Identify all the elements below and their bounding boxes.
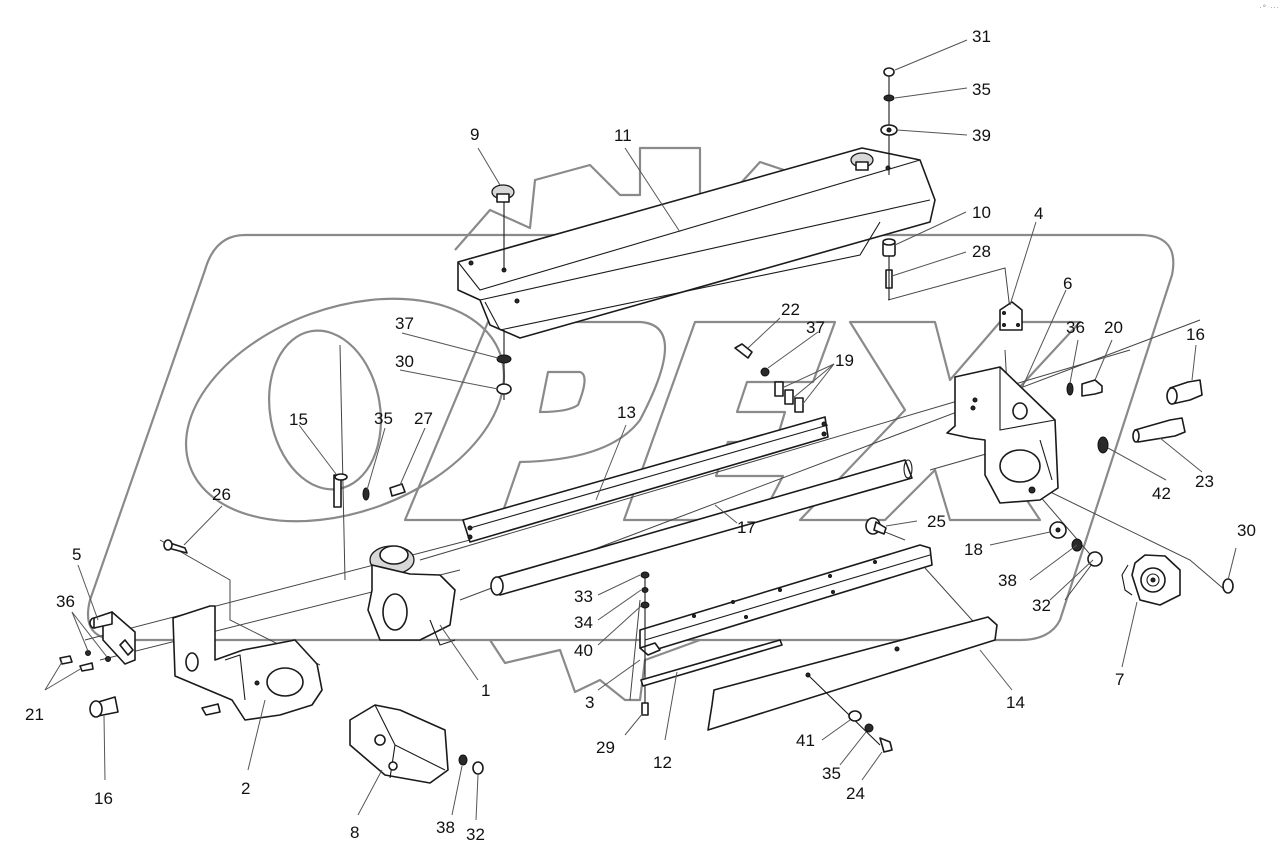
- part-shoulder-bolt-right: [1166, 379, 1203, 405]
- part-nut-30-right: [1222, 578, 1234, 594]
- callout-25: 25: [927, 512, 946, 531]
- callout-20: 20: [1104, 318, 1123, 337]
- part-cover: [457, 147, 936, 339]
- leader-lines: [44, 39, 1237, 821]
- part-fasteners-24: [807, 674, 893, 753]
- part-knob: [491, 152, 874, 270]
- callout-39: 39: [972, 126, 991, 145]
- callout-27: 27: [414, 409, 433, 428]
- callout-16: 16: [94, 789, 113, 808]
- parts: [59, 67, 1234, 784]
- callout-29: 29: [596, 738, 615, 757]
- part-hinge-bracket: [999, 301, 1023, 331]
- callout-12: 12: [653, 753, 672, 772]
- callout-10: 10: [972, 203, 991, 222]
- corner-mark: ·° ···: [1259, 4, 1280, 12]
- callout-41: 41: [796, 731, 815, 750]
- callout-1: 1: [481, 681, 490, 700]
- callout-18: 18: [964, 540, 983, 559]
- callout-36: 36: [56, 592, 75, 611]
- callout-35: 35: [374, 409, 393, 428]
- watermark-letter-x: [798, 320, 1082, 522]
- callout-4: 4: [1034, 204, 1043, 223]
- callout-23: 23: [1195, 472, 1214, 491]
- part-shoulder-bolt-left: [89, 696, 119, 718]
- callout-24: 24: [846, 784, 865, 803]
- callout-16: 16: [1186, 325, 1205, 344]
- callout-19: 19: [835, 351, 854, 370]
- callout-37: 37: [806, 318, 825, 337]
- part-shaft-tube: [490, 459, 913, 596]
- callout-15: 15: [289, 410, 308, 429]
- part-fasteners-right: [1049, 521, 1103, 567]
- part-washer-nut-left: [496, 330, 512, 400]
- part-spacer: [882, 238, 896, 300]
- callout-36: 36: [1066, 318, 1085, 337]
- watermark-letter-p: [403, 320, 667, 522]
- watermark-letter-o-outer: [184, 297, 506, 523]
- callout-35: 35: [972, 80, 991, 99]
- callout-34: 34: [574, 613, 593, 632]
- part-sprocket-bearing: [1121, 554, 1181, 606]
- watermark-gear-bottom: [489, 638, 701, 702]
- callout-38: 38: [436, 818, 455, 837]
- callout-13: 13: [617, 403, 636, 422]
- part-clip-plates: [734, 343, 804, 413]
- callout-32: 32: [1032, 596, 1051, 615]
- callout-9: 9: [470, 125, 479, 144]
- part-small-bracket: [333, 473, 406, 508]
- part-right-bracket: [946, 366, 1059, 504]
- callout-6: 6: [1063, 274, 1072, 293]
- callout-35: 35: [822, 764, 841, 783]
- part-washer-42: [1097, 436, 1109, 454]
- part-bolt-20: [1066, 379, 1103, 397]
- watermark-frame: [86, 233, 1175, 642]
- callout-5: 5: [72, 545, 81, 564]
- callout-30: 30: [395, 352, 414, 371]
- callout-21: 21: [25, 705, 44, 724]
- callout-40: 40: [574, 641, 593, 660]
- part-left-bracket: [172, 605, 323, 721]
- part-rail: [639, 544, 933, 656]
- part-gearbox: [367, 545, 456, 646]
- callout-37: 37: [395, 314, 414, 333]
- callout-26: 26: [212, 485, 231, 504]
- part-motor: [349, 704, 484, 784]
- callout-22: 22: [781, 300, 800, 319]
- callout-38: 38: [998, 571, 1017, 590]
- callout-30: 30: [1237, 521, 1256, 540]
- part-small-fasteners-left: [59, 650, 111, 672]
- callout-7: 7: [1115, 670, 1124, 689]
- callout-8: 8: [350, 823, 359, 842]
- callout-33: 33: [574, 587, 593, 606]
- callout-labels: 31 35 39 9 11 10 28 4 6 36 20 16 22 37 1…: [25, 27, 1256, 844]
- callout-31: 31: [972, 27, 991, 46]
- part-flange-bolt: [865, 517, 887, 535]
- callout-28: 28: [972, 242, 991, 261]
- callout-3: 3: [585, 693, 594, 712]
- callout-11: 11: [614, 126, 632, 145]
- part-long-bolt: [1132, 417, 1186, 443]
- part-channel-bar: [462, 416, 829, 543]
- callout-14: 14: [1006, 693, 1025, 712]
- part-bolt-26-head: [163, 539, 173, 551]
- callout-2: 2: [241, 779, 250, 798]
- part-plate-5: [89, 611, 136, 665]
- callout-42: 42: [1152, 484, 1171, 503]
- callout-17: 17: [737, 518, 756, 537]
- callout-32: 32: [466, 825, 485, 844]
